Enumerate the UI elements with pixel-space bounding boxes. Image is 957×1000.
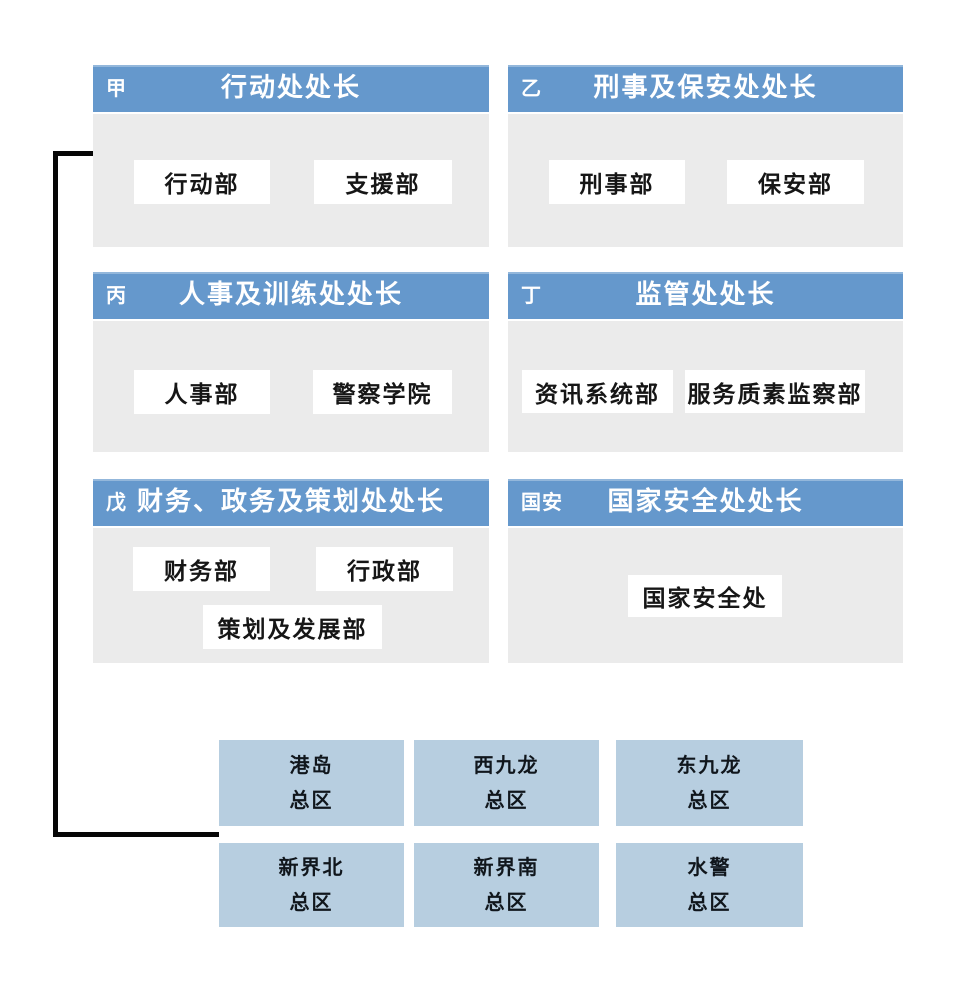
region-type: 总区: [687, 788, 732, 812]
region-name: 新界北: [278, 855, 345, 879]
dept-title: 财务、政务及策划处处长: [136, 487, 445, 517]
dept-label: 丙: [106, 283, 127, 307]
dept-box-operations: 甲 行动处处长 行动部 支援部: [93, 65, 489, 247]
dept-box-personnel-training: 丙 人事及训练处处长 人事部 警察学院: [93, 272, 489, 452]
unit-box: 保安部: [727, 160, 864, 204]
region-type: 总区: [687, 890, 732, 914]
dept-header: 丙 人事及训练处处长: [93, 272, 489, 319]
dept-title: 监管处处长: [635, 280, 776, 310]
unit-box: 财务部: [133, 547, 270, 591]
dept-label: 丁: [521, 283, 542, 307]
unit-box: 行动部: [134, 160, 270, 204]
connector-line-vertical: [53, 151, 58, 837]
region-box-new-territories-south: 新界南 总区: [414, 843, 599, 927]
region-name: 新界南: [473, 855, 540, 879]
region-type: 总区: [289, 890, 334, 914]
connector-line-top: [53, 151, 93, 156]
region-name: 东九龙: [676, 753, 743, 777]
dept-label: 甲: [106, 76, 127, 100]
dept-label: 乙: [521, 76, 542, 100]
unit-box: 服务质素监察部: [685, 370, 865, 413]
region-box-kowloon-east: 东九龙 总区: [616, 740, 803, 826]
unit-box: 刑事部: [549, 160, 685, 204]
unit-box: 策划及发展部: [203, 605, 382, 649]
unit-box: 支援部: [314, 160, 452, 204]
region-box-new-territories-north: 新界北 总区: [219, 843, 404, 927]
dept-header: 丁 监管处处长: [508, 272, 903, 319]
dept-header: 戊 财务、政务及策划处处长: [93, 479, 489, 526]
dept-box-national-security: 国安 国家安全处处长 国家安全处: [508, 479, 903, 663]
region-name: 港岛: [289, 753, 334, 777]
unit-box: 国家安全处: [628, 575, 782, 617]
region-type: 总区: [289, 788, 334, 812]
dept-title: 行动处处长: [220, 73, 361, 103]
unit-box: 人事部: [134, 370, 270, 414]
region-box-hong-kong-island: 港岛 总区: [219, 740, 404, 826]
connector-line-bottom: [53, 832, 219, 837]
dept-header: 甲 行动处处长: [93, 65, 489, 112]
dept-label: 戊: [106, 490, 127, 514]
region-name: 水警: [687, 855, 732, 879]
region-box-marine: 水警 总区: [616, 843, 803, 927]
region-type: 总区: [484, 788, 529, 812]
dept-box-crime-security: 乙 刑事及保安处处长 刑事部 保安部: [508, 65, 903, 247]
dept-box-management: 丁 监管处处长 资讯系统部 服务质素监察部: [508, 272, 903, 452]
region-name: 西九龙: [473, 753, 540, 777]
dept-title: 国家安全处处长: [607, 487, 804, 517]
dept-header: 乙 刑事及保安处处长: [508, 65, 903, 112]
unit-box: 警察学院: [313, 370, 452, 414]
region-box-kowloon-west: 西九龙 总区: [414, 740, 599, 826]
dept-box-finance-admin-planning: 戊 财务、政务及策划处处长 财务部 行政部 策划及发展部: [93, 479, 489, 663]
unit-box: 资讯系统部: [522, 370, 673, 413]
dept-title: 刑事及保安处处长: [593, 73, 818, 103]
dept-label: 国安: [521, 490, 563, 514]
region-type: 总区: [484, 890, 529, 914]
dept-header: 国安 国家安全处处长: [508, 479, 903, 526]
dept-title: 人事及训练处处长: [178, 280, 403, 310]
unit-box: 行政部: [316, 547, 453, 591]
